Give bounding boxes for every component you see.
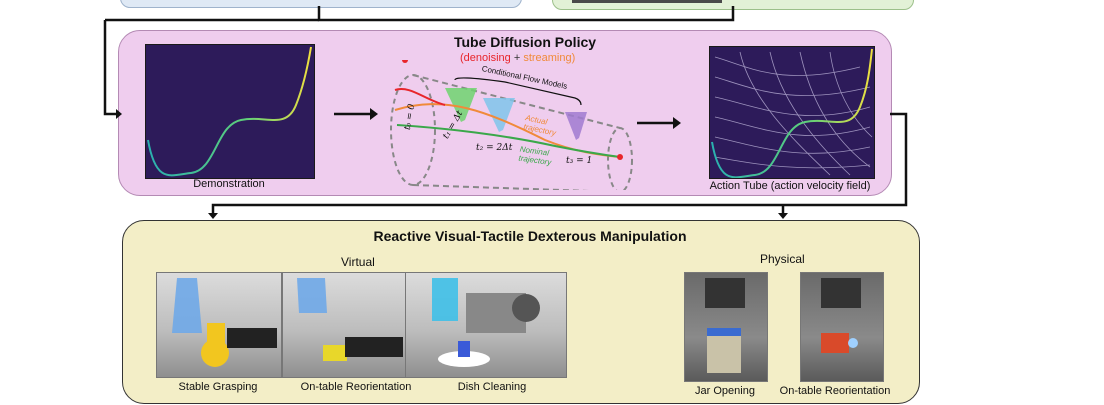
virtual-label: Virtual — [341, 255, 375, 269]
virtual-photo-on-table-reorientation — [282, 272, 406, 378]
caption-stable-grasping: Stable Grasping — [178, 381, 258, 393]
caption-on-table-reorientation-virtual: On-table Reorientation — [300, 381, 412, 393]
tube-bottom-edge — [412, 184, 591, 190]
subtitle-denoising: denoising — [463, 52, 511, 64]
arrowhead-into-tube-panel — [116, 109, 122, 119]
arrow-to-tube — [334, 108, 378, 120]
caption-on-table-reorientation-physical: On-table Reorientation — [779, 385, 891, 397]
physical-label: Physical — [760, 252, 805, 266]
denoising-start-dot — [402, 60, 408, 63]
tube-diffusion-subtitle: (denoising + streaming) — [460, 52, 575, 64]
t2-label: t₂ = 2Δt — [476, 143, 513, 153]
virtual-photo-dish-cleaning — [405, 272, 567, 378]
tube-diffusion-title: Tube Diffusion Policy — [453, 34, 597, 50]
tube-top-edge — [412, 74, 621, 129]
subtitle-open: ( — [460, 52, 464, 64]
demonstration-caption: Demonstration — [193, 178, 265, 190]
t3-label: t₃ = 1 — [566, 156, 593, 166]
subtitle-close: ) — [571, 52, 576, 64]
action-tube-plot — [709, 46, 875, 179]
manipulation-title: Reactive Visual-Tactile Dexterous Manipu… — [373, 228, 687, 244]
connector-left-down — [103, 20, 116, 116]
denoising-path — [394, 88, 446, 106]
arrow-from-tube — [637, 117, 681, 129]
flow-cone-purple — [565, 112, 587, 140]
flow-cone-green — [445, 88, 477, 122]
action-tube-trajectory — [711, 48, 873, 178]
nominal-trajectory-line — [396, 124, 621, 158]
connector-right-down — [211, 112, 908, 215]
arrowhead-virtual — [208, 213, 218, 219]
subtitle-plus: + — [510, 52, 524, 64]
connector-top — [317, 6, 735, 22]
flow-cone-blue — [483, 98, 515, 132]
upper-photo-strip — [572, 0, 722, 3]
physical-photo-on-table-reorientation — [800, 272, 884, 382]
demonstration-trajectory — [147, 46, 312, 177]
flow-bracket — [454, 77, 582, 106]
physical-photo-jar-opening — [684, 272, 768, 382]
velocity-field-lines — [714, 51, 873, 176]
tube-diagram — [390, 60, 633, 190]
caption-jar-opening: Jar Opening — [695, 385, 755, 397]
arrowhead-physical — [778, 213, 788, 219]
trajectory-end-dot — [617, 154, 623, 160]
virtual-photo-stable-grasping — [156, 272, 282, 378]
subtitle-streaming: streaming — [523, 52, 572, 64]
action-tube-caption: Action Tube (action velocity field) — [709, 180, 871, 192]
demonstration-plot — [145, 44, 315, 179]
caption-dish-cleaning: Dish Cleaning — [457, 381, 527, 393]
